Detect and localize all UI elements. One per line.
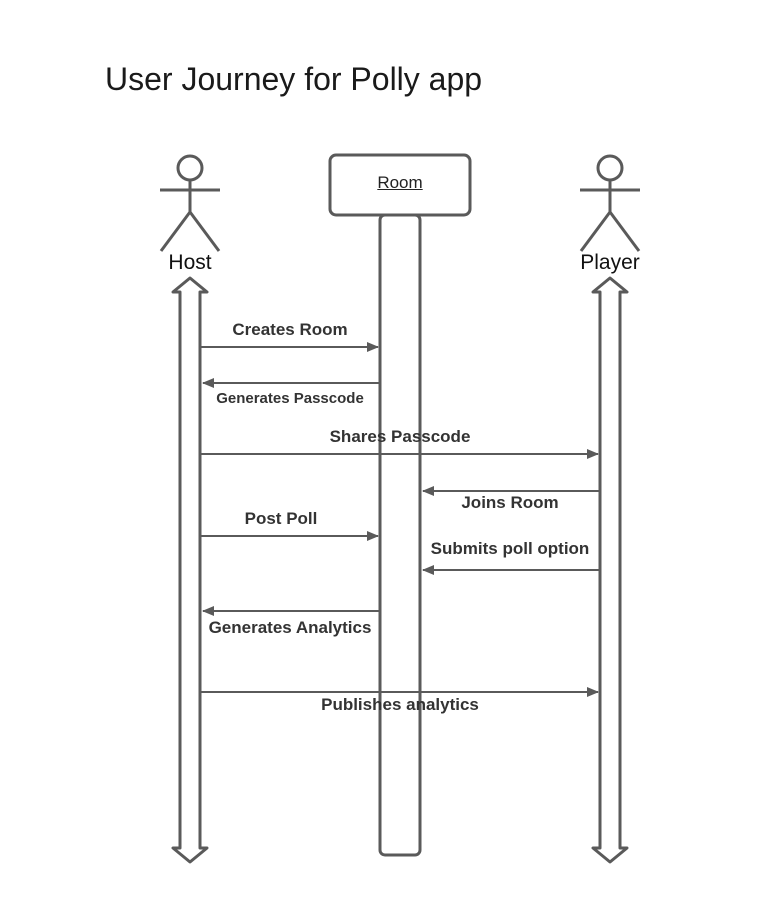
message-label-generates-passcode: Generates Passcode bbox=[216, 390, 364, 407]
host-label: Host bbox=[168, 251, 212, 274]
diagram-title: User Journey for Polly app bbox=[105, 61, 483, 97]
message-label-publishes-analytics: Publishes analytics bbox=[321, 695, 479, 714]
player-actor-icon bbox=[579, 154, 641, 252]
host-actor-icon bbox=[159, 154, 221, 252]
room-label: Room bbox=[377, 173, 423, 192]
room-lifeline-bar bbox=[378, 213, 422, 857]
message-label-post-poll: Post Poll bbox=[244, 509, 318, 528]
message-label-creates-room: Creates Room bbox=[232, 320, 348, 339]
message-label-shares-passcode: Shares Passcode bbox=[329, 427, 471, 446]
host-lifeline bbox=[171, 276, 209, 864]
message-label-generates-analytics: Generates Analytics bbox=[208, 618, 372, 637]
message-label-submits-poll-option: Submits poll option bbox=[430, 539, 590, 558]
player-lifeline bbox=[591, 276, 629, 864]
message-label-joins-room: Joins Room bbox=[461, 493, 559, 512]
player-label: Player bbox=[580, 251, 640, 274]
